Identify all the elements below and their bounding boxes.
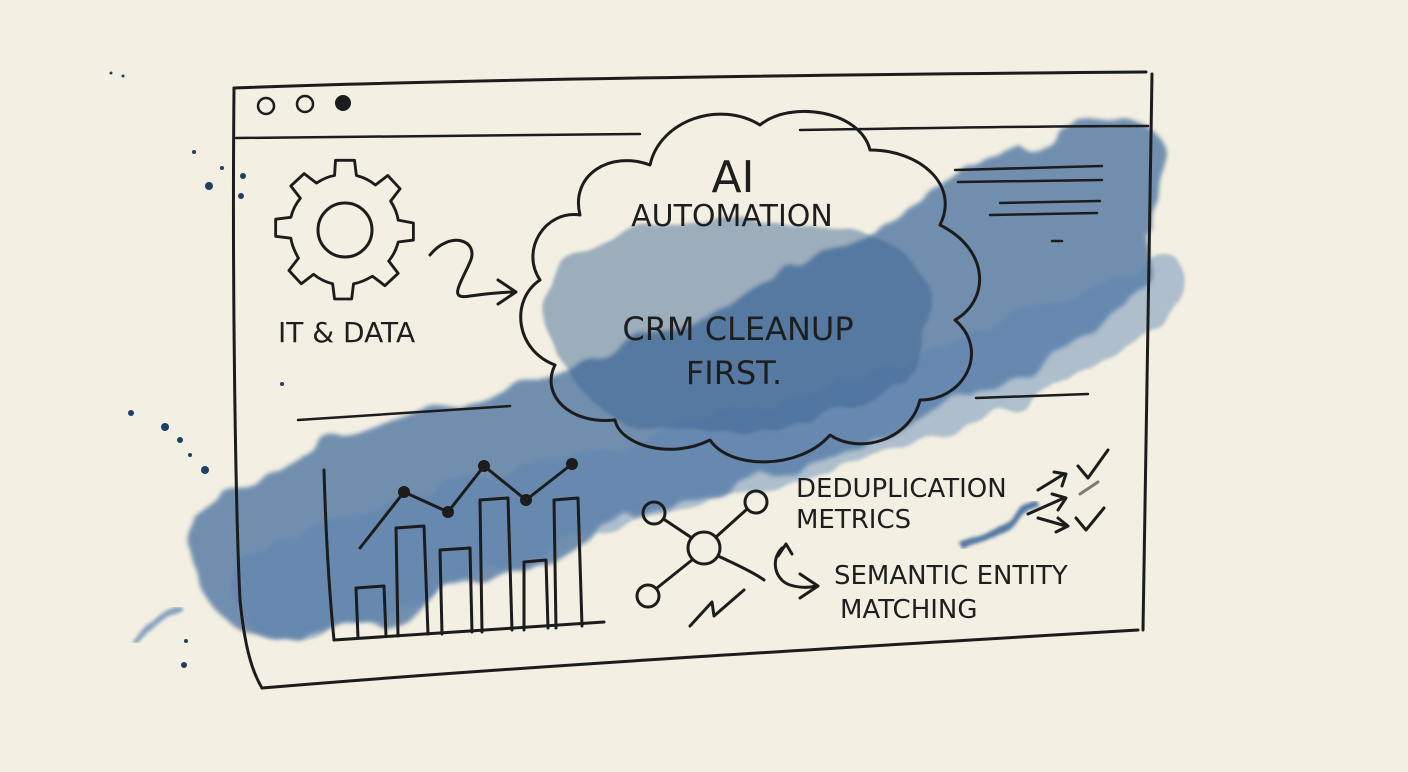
cloud-title: AI [711,152,754,203]
network-icon [635,489,769,628]
window-controls [256,94,351,116]
divider-lines [296,392,1090,422]
cloud-body-line2: FIRST. [686,354,782,392]
bar-chart-icon [322,462,606,642]
dedup-label-line2: METRICS [796,505,911,535]
bar-1 [354,584,388,640]
dedup-label-line1: DEDUPLICATION [796,474,1007,504]
trend-points [398,458,578,518]
window-control-1[interactable] [256,96,276,116]
checkmark-icon [1026,448,1110,534]
cloud-body-line1: CRM CLEANUP [622,310,853,348]
bar-5 [522,558,550,632]
trend-line [358,462,574,550]
header-lines [234,124,1150,140]
window-frame [231,70,1154,690]
bar-2 [394,524,430,638]
window-control-3[interactable] [335,95,351,111]
window-control-2[interactable] [295,94,315,114]
bar-6 [552,496,584,630]
ai-automation-cloud [519,109,982,464]
text-placeholder-lines [953,164,1104,243]
ink-splatters [109,71,284,668]
arrow-to-matching [773,542,820,600]
it-data-label: IT & DATA [278,316,415,349]
gear-icon [274,158,415,301]
bar-3 [438,546,474,636]
bar-4 [478,496,514,634]
semantic-label-line2: MATCHING [840,595,978,625]
cloud-subtitle: AUTOMATION [631,199,833,234]
arrow-to-cloud [428,238,518,306]
semantic-label-line1: SEMANTIC ENTITY [834,561,1068,591]
